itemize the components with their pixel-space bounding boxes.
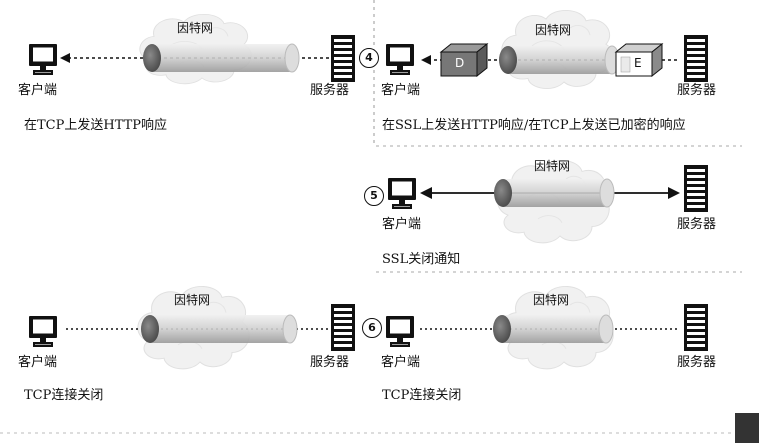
server-tower-icon [684, 165, 708, 212]
server-tower-icon [331, 35, 355, 82]
server-label: 服务器 [677, 356, 716, 369]
pipe-icon [499, 46, 619, 74]
step-6-badge: 6 [362, 318, 382, 338]
client-label: 客户端 [18, 84, 57, 97]
server-label: 服务器 [677, 84, 716, 97]
internet-label: 因特网 [533, 294, 569, 306]
server-tower-icon [684, 304, 708, 351]
caption-tcp-close-left: TCP连接关闭 [24, 389, 103, 402]
pipe-icon [143, 44, 299, 72]
pipe-icon [494, 179, 614, 207]
client-label: 客户端 [381, 84, 420, 97]
box-e-label: E [634, 57, 642, 69]
internet-label: 因特网 [535, 24, 571, 36]
arrow-head-left-icon [421, 55, 431, 65]
arrow-head-left-icon [420, 187, 432, 199]
client-label: 客户端 [382, 218, 421, 231]
server-label: 服务器 [677, 218, 716, 231]
server-label: 服务器 [310, 84, 349, 97]
step-4-badge: 4 [359, 48, 379, 68]
internet-label: 因特网 [534, 160, 570, 172]
corner-widget [735, 413, 759, 443]
client-computer-icon [386, 316, 414, 347]
box-d-label: D [455, 57, 464, 69]
client-label: 客户端 [381, 356, 420, 369]
client-computer-icon [388, 178, 416, 209]
caption-http-over-ssl: 在SSL上发送HTTP响应/在TCP上发送已加密的响应 [382, 119, 686, 132]
client-computer-icon [29, 316, 57, 347]
client-label: 客户端 [18, 356, 57, 369]
caption-ssl-close-notify: SSL关闭通知 [382, 253, 460, 266]
server-tower-icon [684, 35, 708, 82]
caption-tcp-close-right: TCP连接关闭 [382, 389, 461, 402]
step-5-badge: 5 [364, 186, 384, 206]
arrow-head-left-icon [60, 53, 70, 63]
server-label: 服务器 [310, 356, 349, 369]
internet-label: 因特网 [174, 294, 210, 306]
client-computer-icon [29, 44, 57, 75]
client-computer-icon [386, 44, 414, 75]
internet-label: 因特网 [177, 22, 213, 34]
arrow-head-right-icon [668, 187, 680, 199]
pipe-icon [493, 315, 613, 343]
pipe-icon [141, 315, 297, 343]
caption-http-over-tcp: 在TCP上发送HTTP响应 [24, 119, 167, 132]
server-tower-icon [331, 304, 355, 351]
